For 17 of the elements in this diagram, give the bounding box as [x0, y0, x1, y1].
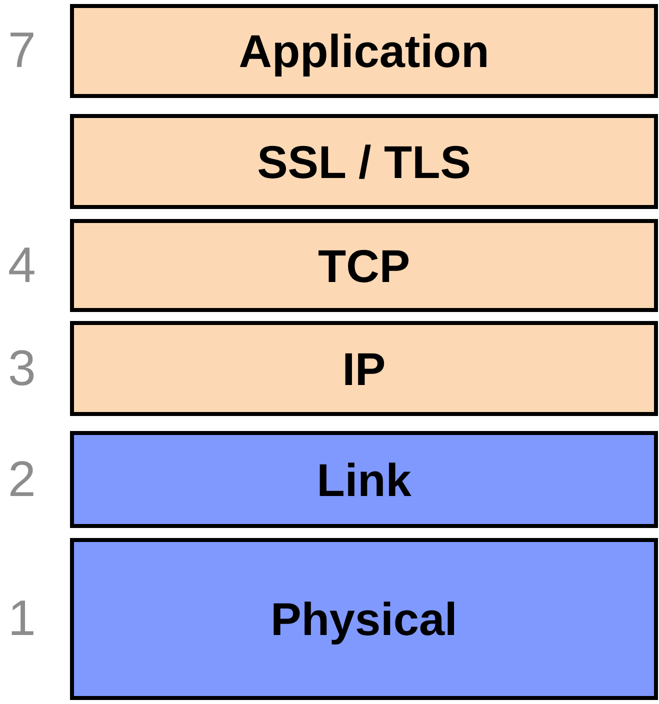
- layer-number: 1: [8, 593, 36, 643]
- layer-name: SSL / TLS: [257, 134, 471, 188]
- layer-box: [70, 219, 658, 312]
- layer-number: 4: [8, 240, 36, 290]
- layer-number: 2: [8, 454, 36, 504]
- layer-box: [70, 431, 658, 528]
- layer-name: Application: [238, 24, 490, 78]
- layer-box: [70, 4, 658, 98]
- layer-name: TCP: [318, 238, 410, 292]
- layer-box: [70, 114, 658, 209]
- layer-number: 7: [8, 25, 36, 75]
- layer-number: 3: [8, 342, 36, 392]
- layer-box: [70, 321, 658, 416]
- layer-name: IP: [342, 342, 386, 396]
- layer-name: Physical: [270, 592, 458, 646]
- layer-box: [70, 538, 658, 700]
- layer-name: Link: [316, 452, 412, 506]
